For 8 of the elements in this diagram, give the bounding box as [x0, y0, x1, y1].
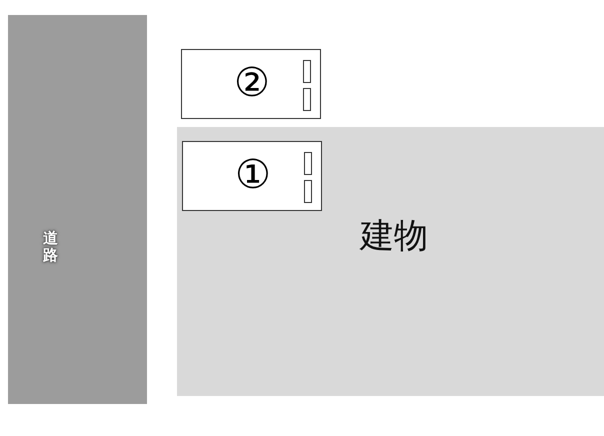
space-number: ②	[234, 63, 270, 103]
road-area	[8, 15, 147, 404]
building-label: 建物	[360, 219, 428, 253]
parking-space	[181, 49, 321, 119]
building-area	[177, 127, 604, 396]
space-number: ①	[235, 155, 271, 195]
parking-space	[182, 141, 322, 211]
road-label: 道路	[43, 230, 58, 263]
